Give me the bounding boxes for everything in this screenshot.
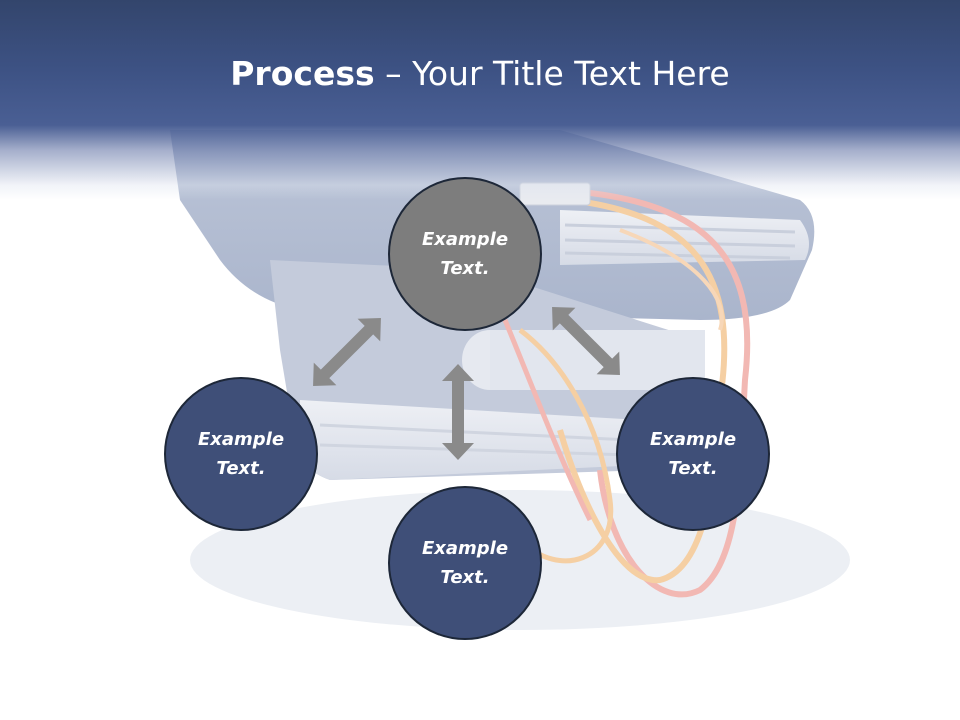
- left-circle-label: Example Text.: [197, 429, 285, 479]
- double-arrow-upper-left: [313, 318, 381, 386]
- center-circle-label: Example Text.: [421, 229, 509, 279]
- left-circle: Example Text.: [164, 377, 318, 531]
- right-circle-label: Example Text.: [649, 429, 737, 479]
- center-circle: Example Text.: [388, 177, 542, 331]
- slide-title: Process – Your Title Text Here: [0, 52, 960, 96]
- title-bold: Process: [230, 54, 375, 93]
- bottom-circle-label: Example Text.: [421, 538, 509, 588]
- right-circle: Example Text.: [616, 377, 770, 531]
- double-arrow-upper-right: [552, 307, 620, 375]
- double-arrow-vertical: [442, 364, 474, 460]
- title-band: [0, 0, 960, 200]
- title-rest: – Your Title Text Here: [374, 54, 730, 93]
- bottom-circle: Example Text.: [388, 486, 542, 640]
